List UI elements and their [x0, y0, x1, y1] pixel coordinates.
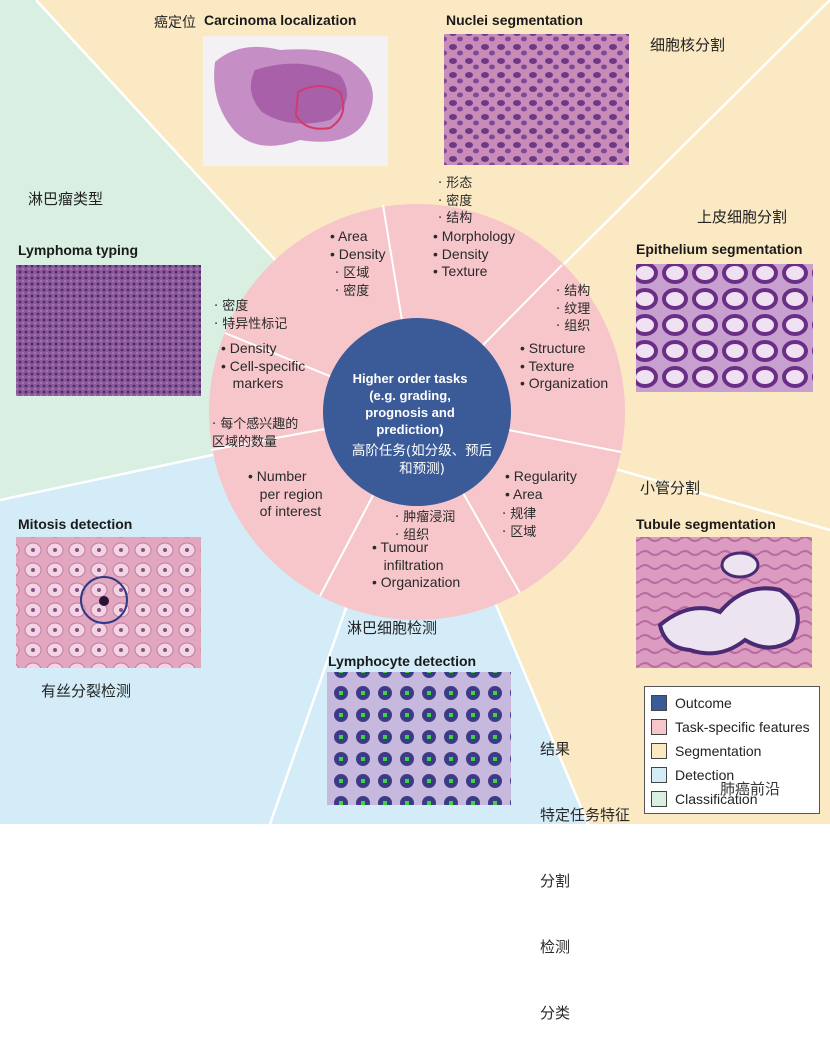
tubule-image: [636, 537, 812, 668]
nuclei-features-zh: · 形态 · 密度 · 结构: [438, 176, 473, 226]
mitosis-title: Mitosis detection: [18, 516, 133, 532]
tubule-features-zh: · 规律 · 区域: [502, 507, 537, 540]
legend-label-segmentation: Segmentation: [675, 743, 762, 759]
nuclei-image: [444, 34, 629, 165]
tubule-features-en: • Regularity • Area: [505, 468, 577, 502]
mitosis-features-zh: · 每个感兴趣的 区域的数量: [212, 417, 299, 450]
carcinoma-features-zh: · 区域 · 密度: [335, 266, 370, 299]
lymphocyte-zh: 淋巴细胞检测: [347, 619, 438, 637]
mitosis-figure: [99, 596, 109, 606]
carcinoma-features-en: • Area • Density: [330, 228, 386, 262]
mitosis-features-en: • Number per region of interest: [248, 468, 323, 519]
lymphocyte-features-zh: · 肿瘤浸润 · 组织: [395, 510, 456, 543]
mitosis-marker: [80, 576, 128, 624]
lymphoma-features-en: • Density • Cell-specific markers: [221, 340, 306, 391]
nuclei-zh: 细胞核分割: [650, 36, 726, 54]
legend: Outcome Task-specific features Segmentat…: [644, 686, 820, 814]
legend-zh-classification: 分类: [540, 1004, 571, 1022]
lymphoma-features-zh: · 密度 · 特异性标记: [214, 299, 288, 332]
watermark: 肺癌前沿: [720, 780, 781, 798]
carcinoma-title: Carcinoma localization: [204, 12, 357, 28]
epithelium-image: [636, 264, 813, 392]
lymphocyte-image: [327, 672, 511, 805]
carcinoma-image: [203, 36, 388, 166]
figure: 癌定位 Carcinoma localization Nuclei segmen…: [0, 0, 830, 1022]
epithelium-features-en: • Structure • Texture • Organization: [520, 340, 609, 391]
legend-item-features: Task-specific features: [651, 717, 810, 737]
carcinoma-zh: 癌定位: [154, 15, 196, 31]
nuclei-title: Nuclei segmentation: [446, 12, 583, 28]
legend-item-outcome: Outcome: [651, 693, 732, 713]
lymphocyte-features-en: • Tumour infiltration • Organization: [372, 539, 461, 590]
legend-swatch-outcome: [651, 695, 667, 711]
legend-label-outcome: Outcome: [675, 695, 732, 711]
lymphoma-image: [16, 265, 201, 396]
legend-label-detection: Detection: [675, 767, 735, 783]
legend-swatch-features: [651, 719, 667, 735]
legend-zh-outcome: 结果: [540, 740, 571, 758]
outcome-title: Higher order tasks (e.g. grading, progno…: [352, 371, 468, 437]
lymphoma-zh: 淋巴瘤类型: [28, 190, 104, 208]
outcome-title-zh: 高阶任务(如分级、预后和预测): [351, 443, 493, 477]
epithelium-title: Epithelium segmentation: [636, 241, 803, 257]
epithelium-features-zh: · 结构 · 纹理 · 组织: [556, 284, 591, 334]
legend-label-classification: Classification: [675, 791, 758, 807]
legend-zh-segmentation: 分割: [540, 872, 571, 890]
epithelium-zh: 上皮细胞分割: [697, 208, 788, 226]
legend-swatch-detection: [651, 767, 667, 783]
tubule-title: Tubule segmentation: [636, 516, 776, 532]
legend-zh-list: 结果 特定任务特征 分割 检测 分类: [540, 694, 630, 1046]
legend-zh-features: 特定任务特征: [540, 806, 631, 824]
legend-item-detection: Detection: [651, 765, 734, 785]
tubule-zh: 小管分割: [640, 479, 701, 497]
outcome-circle: [323, 318, 511, 506]
legend-swatch-segmentation: [651, 743, 667, 759]
mitosis-zh: 有丝分裂检测: [41, 682, 132, 700]
legend-item-classification: Classification: [651, 789, 757, 809]
lymphocyte-title: Lymphocyte detection: [328, 653, 477, 669]
nuclei-features-en: • Morphology • Density • Texture: [433, 228, 515, 279]
diagram-canvas: [0, 0, 830, 824]
legend-swatch-classification: [651, 791, 667, 807]
legend-item-segmentation: Segmentation: [651, 741, 761, 761]
lymphoma-title: Lymphoma typing: [18, 242, 139, 258]
legend-zh-detection: 检测: [540, 938, 571, 956]
legend-label-features: Task-specific features: [675, 719, 810, 735]
